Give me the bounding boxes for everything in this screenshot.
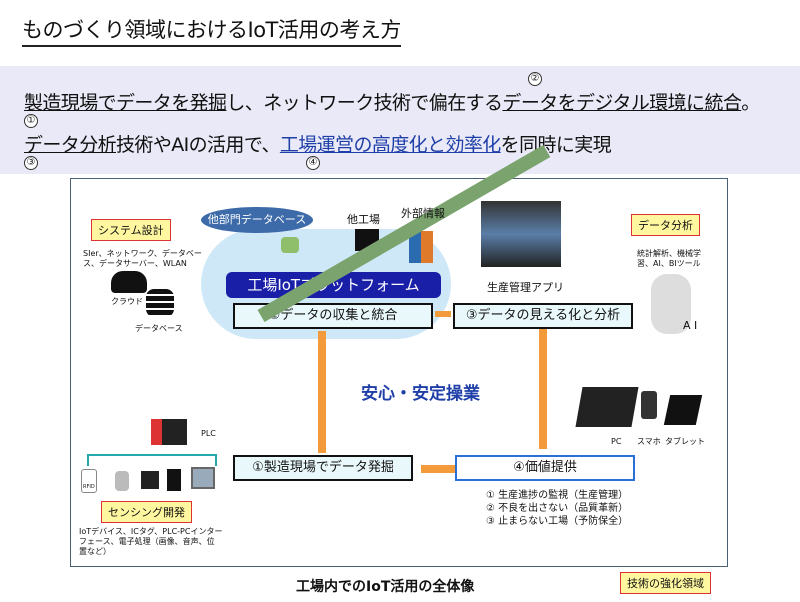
database-label: データベース xyxy=(135,324,183,333)
step-3-visualize-analyze: ③データの見える化と分析 xyxy=(453,303,633,329)
hmi-panel-icon xyxy=(191,467,215,489)
summary-phrase: し、ネットワーク技術で偏在する xyxy=(226,92,503,114)
desc-line: フェース、電子処理（画像、音声、位 xyxy=(79,537,215,546)
summary-line-1: 製造現場でデータを発掘し、ネットワーク技術で偏在するデータをデジタル環境に統合。 xyxy=(24,88,760,115)
desc-line: ス、データサーバー、WLAN xyxy=(83,259,187,268)
external-info-label: 外部情報 xyxy=(401,207,445,220)
summary-phrase: データ分析 xyxy=(24,134,117,156)
summary-phrase: 製造現場でデータを発掘 xyxy=(24,92,227,114)
desc-line: 統計解析、機械学 xyxy=(637,249,701,258)
dashboard-screens-image xyxy=(481,201,561,267)
diagram-caption: 工場内でのIoT活用の全体像 xyxy=(296,579,475,595)
device-tablet: タブレット xyxy=(665,437,705,446)
center-label: 安心・安定操業 xyxy=(361,384,480,404)
robot-image xyxy=(651,274,691,334)
plc-label: PLC xyxy=(201,429,216,438)
other-factory-label: 他工場 xyxy=(347,213,380,226)
sensing-development-tag: センシング開発 xyxy=(101,501,192,523)
value-item: ② 不良を出さない（品質革新） xyxy=(486,503,629,514)
marker-2: ② xyxy=(528,72,542,86)
device-bus-line xyxy=(87,454,217,466)
summary-phrase: を同時に実現 xyxy=(500,134,612,156)
step-1-data-discovery: ①製造現場でデータ発掘 xyxy=(233,455,413,481)
laptop-icon xyxy=(575,387,639,427)
app-label: 生産管理アプリ xyxy=(487,281,564,294)
sensor-icon xyxy=(167,469,181,491)
summary-phrase: 工場運営の高度化と効率化 xyxy=(279,134,501,156)
ai-label: A I xyxy=(683,319,698,332)
marker-4: ④ xyxy=(306,156,320,170)
tablet-icon xyxy=(663,395,703,425)
desc-line: 置など） xyxy=(79,547,111,556)
arrow-up xyxy=(318,331,326,453)
rfid-icon xyxy=(81,469,97,493)
legend-tag: 技術の強化領域 xyxy=(620,572,711,594)
arrow-right xyxy=(435,311,451,317)
db-cylinder-icon xyxy=(281,237,299,253)
database-icon xyxy=(146,289,174,317)
step-4-value-delivery: ④価値提供 xyxy=(455,455,635,481)
arrow-down xyxy=(539,329,547,449)
value-list: ① 生産進捗の監視（生産管理） ② 不良を出さない（品質革新） ③ 止まらない工… xyxy=(486,489,628,528)
other-department-db: 他部門データベース xyxy=(201,207,313,233)
data-analysis-desc: 統計解析、機械学 習、AI、BIツール xyxy=(637,249,701,269)
system-design-desc: SIer、ネットワーク、データベー ス、データサーバー、WLAN xyxy=(83,249,202,269)
cloud-label: クラウド xyxy=(111,297,143,306)
desc-line: 習、AI、BIツール xyxy=(637,259,701,268)
marker-1: ① xyxy=(24,114,38,128)
rfid-label: RFID xyxy=(83,484,95,490)
desc-line: SIer、ネットワーク、データベー xyxy=(83,249,202,258)
sensing-desc: IoTデバイス、ICタグ、PLC-PCインター フェース、電子処理（画像、音声、… xyxy=(79,527,222,557)
page-title: ものづくり領域におけるIoT活用の考え方 xyxy=(22,14,401,47)
value-item: ① 生産進捗の監視（生産管理） xyxy=(486,490,629,501)
system-design-tag: システム設計 xyxy=(91,219,171,241)
device-pc: PC xyxy=(611,437,622,446)
barcode-scanner-icon xyxy=(115,471,129,491)
summary-line-2: データ分析技術やAIの活用で、工場運営の高度化と効率化を同時に実現 xyxy=(24,130,612,157)
value-item: ③ 止まらない工場（予防保全） xyxy=(486,516,629,527)
arrow-left xyxy=(421,465,455,473)
plc-icon xyxy=(151,419,187,445)
summary-band: 製造現場でデータを発掘し、ネットワーク技術で偏在するデータをデジタル環境に統合。… xyxy=(0,66,800,174)
desc-line: IoTデバイス、ICタグ、PLC-PCインター xyxy=(79,527,223,536)
summary-phrase: 。 xyxy=(741,92,760,114)
marker-3: ③ xyxy=(24,156,38,170)
iot-diagram: システム設計 SIer、ネットワーク、データベー ス、データサーバー、WLAN … xyxy=(70,144,728,567)
motor-icon xyxy=(141,471,159,489)
cloud-icon xyxy=(111,271,147,293)
summary-phrase: データをデジタル環境に統合 xyxy=(502,92,742,114)
social-icons xyxy=(409,231,433,263)
smartphone-icon xyxy=(641,391,657,419)
data-analysis-tag: データ分析 xyxy=(631,214,700,236)
device-smartphone: スマホ xyxy=(637,437,661,446)
summary-phrase: 技術やAIの活用で、 xyxy=(116,134,280,156)
